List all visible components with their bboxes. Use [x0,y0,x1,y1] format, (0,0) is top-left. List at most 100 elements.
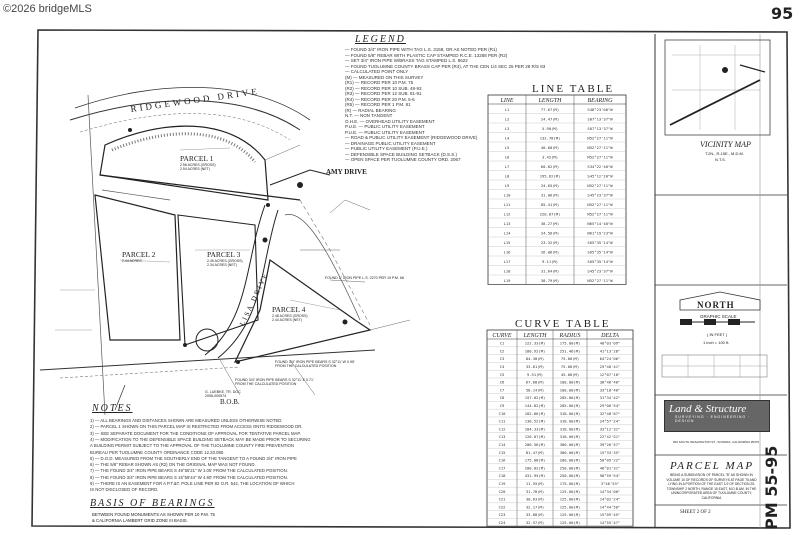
table-header-cell: LENGTH [522,333,547,339]
basis-text-1: BETWEEN FOUND MONUMENTS AS SHOWN PER 10 … [92,512,215,517]
table-cell: 24.56(M) [541,230,559,235]
table-cell: 3°46'53" [601,481,619,486]
table-cell: C5 [500,372,505,377]
table-cell: 5.90(M) [542,126,558,131]
table-cell: 11.55(M) [526,481,544,486]
table-cell: 41°13'28" [600,348,621,353]
legend-item: (R) — RADIAL BEARING [345,107,396,113]
firm-name: Land & Structure [669,403,747,415]
street-label-amy: AMY DRIVE [326,168,367,176]
table-cell: N52°27'11"W [587,202,613,207]
table-cell: 32.57(M) [526,520,544,525]
table-cell: 14°34'00" [600,489,621,494]
vicinity-map-scale: N.T.S. [715,157,726,162]
table-cell: L11 [504,202,512,207]
table-cell: L7 [505,164,510,169]
table-cell: C10 [499,411,507,416]
table-cell: C20 [499,489,507,494]
table-cell: S65°35'14"W [587,259,613,264]
table-cell: S45°12'20"W [587,173,613,178]
table-cell: 31.06(M) [541,192,559,197]
table-cell: 14°02'24" [600,497,621,502]
table-cell: 157.02(M) [525,395,546,400]
table-cell: C16 [499,458,507,463]
legend-item: (R3) — RECORD PER 12 SUB. 81-91 [345,91,422,96]
table-cell: 100.00(M) [560,387,581,392]
legend-item: — OPEN SPACE PER TUOLUMNE COUNTY ORD. 20… [345,157,461,162]
legend-item: (R5) — RECORD PER 1 P.M. 81 [345,102,411,107]
note-item: BUREAU PER TUOLUMNE COUNTY ORDINANCE COD… [90,449,225,455]
table-header-cell: LENGTH [537,98,562,104]
table-cell: 182.06(M) [525,411,546,416]
table-cell: C24 [499,520,507,525]
table-cell: N52°27'11"W [587,154,613,159]
parcel-map-title: PARCEL MAP [670,460,755,472]
scale-inch: 1 inch = 100 ft. [703,340,730,345]
line-table-title: LINE TABLE [532,83,615,95]
table-cell: 84.30(M) [526,356,544,361]
legend-item: — SET 3/4" IRON PIPE W/BRASS TAG STAMPED… [345,58,468,63]
table-cell: S48°23'00"W [587,107,613,112]
table-cell: L4 [505,135,510,140]
table-cell: 25°40'41" [600,364,621,369]
note-item: 6) — THE 5/8" REBAR SHOWN AS (R2) ON THE… [90,462,256,468]
north-label: NORTH [697,300,735,310]
table-header-cell: CURVE [492,333,512,339]
table-header-cell: DELTA [600,333,619,339]
table-cell: 64°24'06" [600,356,621,361]
graphic-scale-label: GRAPHIC SCALE [700,314,737,319]
table-cell: C22 [499,504,506,509]
parcel-1-label: PARCEL 1 2.56 ACRES (GROSS) 2.54 ACRES (… [180,154,216,171]
parcel-2-label: PARCEL 2 2.44 ACRES [122,250,156,263]
table-cell: L16 [504,249,512,254]
vicinity-map-township: T.2N., R.15E., M.D.M. [705,151,744,156]
legend-item: (R2) — RECORD PER 10 SUB. 48-93 [345,85,422,91]
table-cell: 31.64(M) [541,268,559,273]
table-cell: 31.78(M) [526,489,544,494]
table-cell: C8 [500,395,505,400]
table-cell: L3 [505,126,510,131]
table-cell: 14°44'50" [600,504,621,509]
table-cell: 318.00(M) [560,419,581,424]
scale-feet: ( IN FEET ) [707,332,728,337]
parcel-3-label: PARCEL 3 2.45 ACRES (GROSS) 2.34 ACRES (… [207,250,243,267]
table-cell: 15°09'45" [600,512,621,517]
sheet-number: SHEET 2 OF 2 [680,510,711,515]
vicinity-map-title: VICINITY MAP [700,140,751,149]
table-cell: 58.14(M) [526,387,544,392]
table-header-cell: BEARING [588,98,614,104]
table-cell: 125.00(M) [560,512,581,517]
note-item: 8) — THE FOUND 3/4" IRON PIPE BEARS S 15… [90,474,288,480]
table-cell: 220.87(M) [540,211,561,216]
table-cell: L9 [505,183,510,188]
table-cell: 251.46(M) [560,348,581,353]
table-cell: 50°09'22" [600,458,621,463]
legend-item: P.U.E. — PUBLIC UTILITY EASEMENT [345,124,425,129]
legend-item: O.H.E. — OVERHEAD UTILITY EASEMENT [345,118,435,124]
table-cell: L19 [504,278,512,283]
table-cell: 431.95(M) [525,473,546,478]
note-item: 9) — THERE IS AN EASEMENT FOR A P.T.&T. … [90,481,295,486]
table-cell: S45°23'37"W [587,268,613,273]
table-cell: 175.08(M) [525,458,546,463]
note-item: 5) — D.O.D. MEASURED FROM THE SOUTHERLY … [90,455,297,461]
legend-item: P.U.E. — PUBLIC UTILITY EASEMENT [345,129,425,135]
table-cell: 184.33(M) [525,426,546,431]
table-cell: L12 [504,211,511,216]
notes-title: NOTES [92,403,133,414]
table-cell: 33.61(M) [526,364,544,369]
legend-item: — FOUND 5/8" REBAR WITH PLASTIC CAP STAM… [345,52,508,58]
table-cell: L5 [505,145,510,150]
table-cell: 45.00(M) [561,372,579,377]
legend-item: — FOUND TUOLUMNE COUNTY BRASS CAP PER (R… [345,63,546,69]
table-cell: 15°33'35" [600,450,621,455]
table-cell: 318.00(M) [560,434,581,439]
table-cell: 23.32(M) [541,240,559,245]
table-cell: L8 [505,173,510,178]
table-cell: 33°18'40" [600,387,621,392]
curve-table-title: CURVE TABLE [515,318,611,330]
table-cell: 3.42(M) [542,154,558,159]
table-cell: L15 [504,240,511,245]
